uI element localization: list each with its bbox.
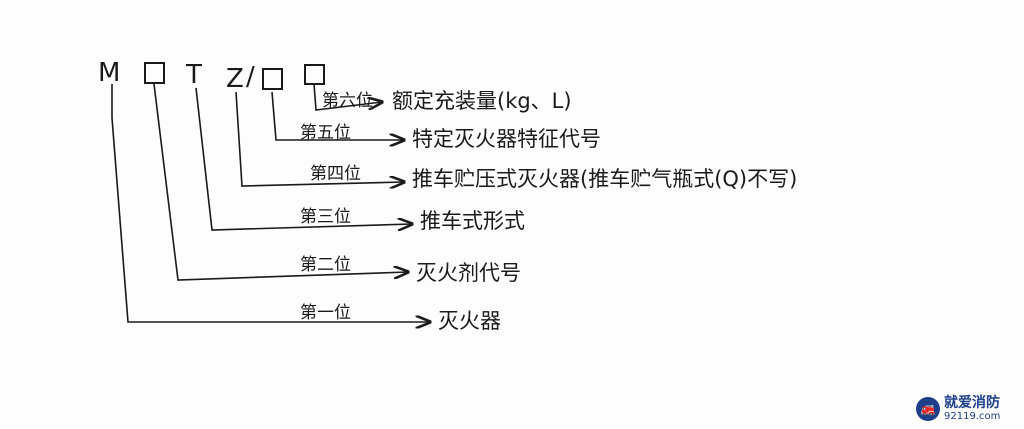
watermark-title: 就爱消防 — [944, 395, 1000, 411]
connector-position-6 — [313, 83, 382, 111]
connector-position-3 — [195, 87, 412, 230]
code-separator: / — [246, 62, 255, 92]
position-3-label: 第三位 — [300, 207, 351, 227]
code-fourth-z: Z — [226, 64, 244, 94]
position-4-label: 第四位 — [310, 164, 361, 184]
watermark: 🚒 就爱消防 92119.com — [916, 395, 1016, 425]
watermark-url: 92119.com — [944, 411, 1001, 422]
position-2-description: 灭火剂代号 — [416, 261, 521, 285]
position-1-label: 第一位 — [300, 303, 351, 323]
position-1-description: 灭火器 — [438, 309, 501, 333]
position-3-description: 推车式形式 — [420, 209, 525, 233]
code-slot-sixth — [304, 64, 325, 85]
code-slot-fifth — [262, 68, 283, 90]
position-6-label: 第六位 — [322, 91, 373, 111]
code-first-m: M — [98, 58, 121, 88]
position-2-label: 第二位 — [300, 255, 351, 275]
position-5-label: 第五位 — [300, 123, 351, 143]
code-slot-second — [144, 62, 165, 84]
connector-position-1 — [111, 84, 430, 322]
position-6-description: 额定充装量(kg、L) — [392, 89, 572, 113]
position-5-description: 特定灭火器特征代号 — [412, 127, 601, 151]
connector-position-2 — [153, 83, 408, 281]
fire-fighter-logo-icon: 🚒 — [916, 397, 940, 421]
connector-position-4 — [235, 91, 404, 186]
connector-position-5 — [271, 91, 404, 140]
code-third-t: T — [186, 60, 202, 90]
position-4-description: 推车贮压式灭火器(推车贮气瓶式(Q)不写) — [412, 167, 798, 191]
